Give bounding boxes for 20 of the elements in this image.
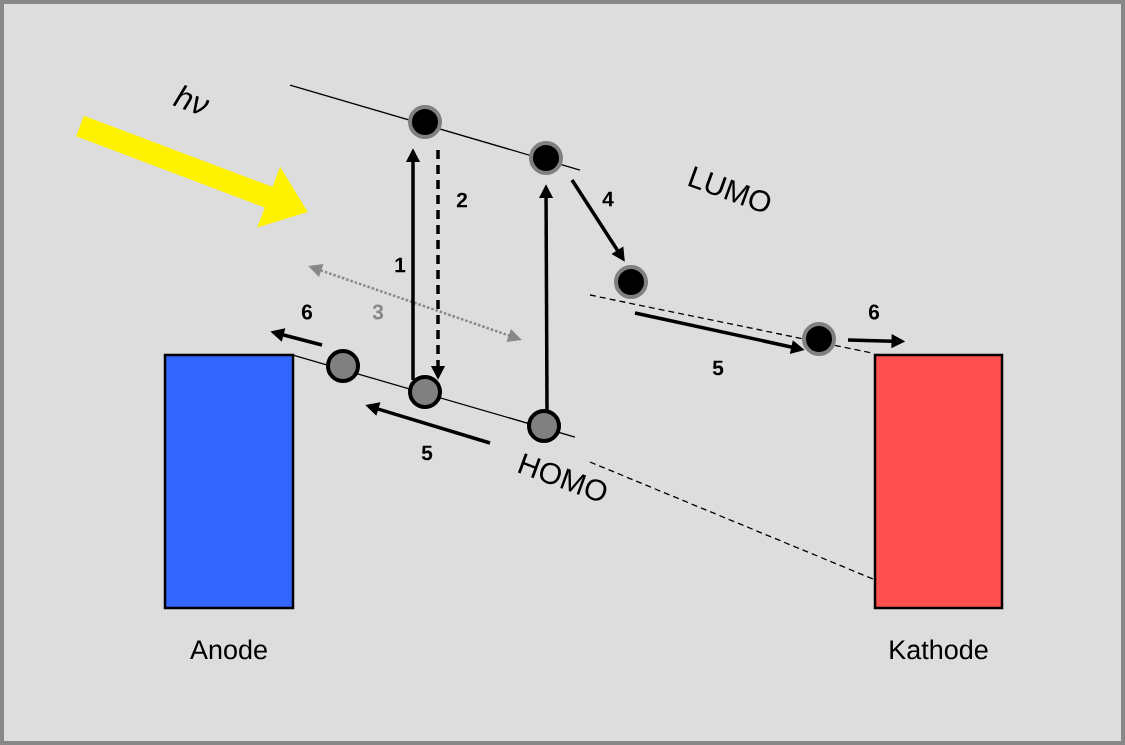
photon-label: hν — [172, 85, 210, 114]
electron-circle — [802, 322, 836, 356]
edge-label: 2 — [456, 192, 467, 208]
edge-label: 5 — [712, 360, 724, 376]
hole-circle — [326, 349, 360, 383]
hole-circle — [408, 375, 442, 409]
electron-circle — [408, 105, 442, 139]
level-label: LUMO — [688, 166, 771, 212]
electrode-label: Kathode — [890, 639, 988, 660]
electron-circle — [614, 265, 648, 299]
edge-label: 6 — [301, 304, 313, 320]
hole-circle — [527, 409, 561, 443]
electrode-label: Anode — [190, 639, 267, 660]
edge-label: 1 — [395, 257, 406, 273]
edge-label: 4 — [602, 191, 614, 207]
edge-label: 5 — [421, 445, 433, 461]
level-label: HOMO — [517, 453, 607, 501]
edge-label: 6 — [868, 304, 880, 320]
electron-circle — [529, 141, 563, 175]
process-number: 3 — [372, 304, 384, 320]
